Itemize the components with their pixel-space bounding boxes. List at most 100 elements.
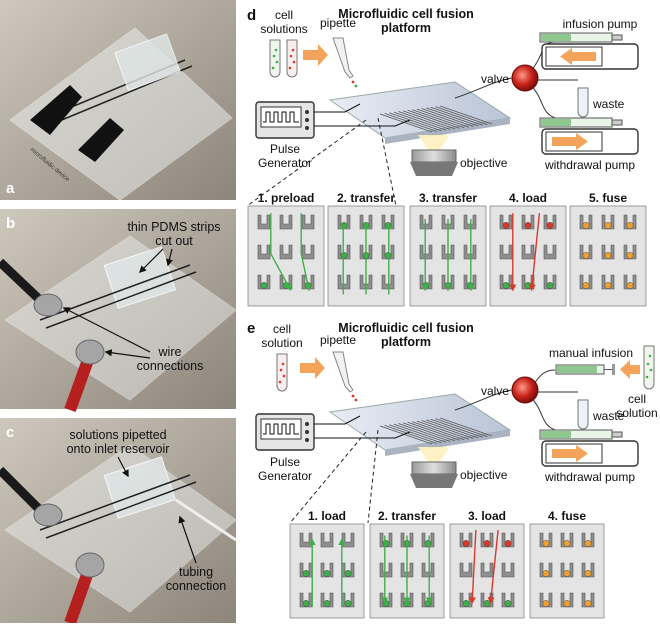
cell — [626, 252, 634, 259]
cell — [302, 600, 310, 607]
label-manual-infusion: manual infusion — [549, 346, 633, 360]
label-pdms-strips: thin PDMS strips — [127, 220, 220, 234]
panel-e-steps: 1. load 2. transfer 3. load 4. fuse — [289, 509, 605, 619]
cell — [504, 540, 512, 547]
label-pulse: Pulse — [270, 142, 300, 156]
label-objective-e: objective — [460, 468, 508, 482]
step-label: 2. transfer — [337, 191, 395, 205]
label-cell-solutions-line2: solutions — [260, 22, 307, 36]
cell — [323, 570, 331, 577]
label-connections: connections — [137, 359, 204, 373]
step-box: 3. load — [449, 509, 525, 619]
microfluidic-chip — [328, 393, 512, 456]
cell — [582, 252, 590, 259]
panel-e-title: Microfluidic cell fusion — [338, 321, 473, 335]
cell — [424, 540, 432, 547]
cell — [546, 222, 554, 229]
step-box: 5. fuse — [569, 191, 647, 307]
cell — [604, 222, 612, 229]
cell — [384, 252, 392, 259]
label-cell-solutions: cell — [275, 8, 293, 22]
label-cell-solution-right: cell — [628, 392, 646, 406]
cell — [563, 600, 571, 607]
flow-arrow — [487, 529, 499, 605]
label-inlet-reservoir: onto inlet reservoir — [67, 442, 170, 456]
label-generator-e: Generator — [258, 469, 312, 483]
objective-icon — [410, 447, 458, 488]
step-box: 2. transfer — [369, 509, 445, 619]
panel-d: d Microfluidic cell fusion platform cell… — [246, 7, 647, 307]
flow-arrow — [468, 529, 477, 605]
flow-arrow — [270, 213, 292, 292]
cell — [483, 540, 491, 547]
cell — [604, 252, 612, 259]
step-box: 2. transfer — [327, 191, 405, 307]
cell — [302, 570, 310, 577]
cell — [424, 600, 432, 607]
cell — [382, 540, 390, 547]
test-tube-red — [286, 39, 298, 78]
cell — [382, 600, 390, 607]
step-label: 3. load — [468, 509, 506, 523]
label-pipette-e: pipette — [320, 333, 356, 347]
cell — [563, 570, 571, 577]
label-valve: valve — [481, 72, 509, 86]
cell — [582, 222, 590, 229]
step-label: 1. preload — [258, 191, 315, 205]
photo-c-letter: c — [6, 424, 14, 441]
cell — [524, 222, 532, 229]
step-box: 3. transfer — [409, 191, 487, 307]
waste-tube-icon — [577, 87, 589, 118]
test-tube-green — [269, 39, 281, 78]
valve-icon — [511, 64, 539, 92]
cell — [542, 540, 550, 547]
label-tubing-connection: connection — [166, 579, 227, 593]
withdrawal-pump-icon — [539, 117, 639, 155]
label-objective: objective — [460, 156, 508, 170]
cell — [323, 600, 331, 607]
label-pipette: pipette — [320, 16, 356, 30]
panel-e-letter: e — [247, 320, 255, 337]
withdrawal-pump-icon — [539, 429, 639, 467]
valve-icon — [511, 376, 539, 404]
step-label: 2. transfer — [378, 509, 436, 523]
cell — [582, 282, 590, 289]
panel-d-letter: d — [247, 7, 256, 24]
cell — [584, 570, 592, 577]
cell — [340, 222, 348, 229]
step-label: 4. fuse — [548, 509, 586, 523]
panel-d-title-line2: platform — [381, 21, 431, 35]
waste-tube-icon — [577, 399, 589, 430]
cell — [542, 570, 550, 577]
flow-arrow — [528, 213, 541, 292]
label-valve-e: valve — [481, 384, 509, 398]
infusion-pump-icon — [539, 32, 639, 70]
label-cut-out: cut out — [155, 234, 193, 248]
label-pulse-e: Pulse — [270, 455, 300, 469]
cell — [502, 282, 510, 289]
photo-a-letter: a — [6, 180, 15, 197]
cell — [524, 282, 532, 289]
step-box: 4. load — [489, 191, 567, 307]
cell — [542, 600, 550, 607]
microfluidic-chip — [328, 81, 512, 144]
orange-arrow-icon — [303, 44, 328, 66]
panel-e-title-line2: platform — [381, 335, 431, 349]
label-generator: Generator — [258, 156, 312, 170]
label-infusion-pump: infusion pump — [563, 17, 638, 31]
cell — [563, 540, 571, 547]
cell — [502, 222, 510, 229]
step-label: 1. load — [308, 509, 346, 523]
cell — [260, 282, 268, 289]
cell — [422, 282, 430, 289]
cell — [344, 570, 352, 577]
step-label: 3. transfer — [419, 191, 477, 205]
objective-icon — [410, 135, 458, 176]
label-waste: waste — [592, 97, 625, 111]
cell — [340, 252, 348, 259]
pulse-generator-icon — [255, 101, 315, 139]
label-cell-solution-line2: solution — [261, 336, 302, 350]
label-cell-solution-right-line2: solution — [616, 406, 657, 420]
